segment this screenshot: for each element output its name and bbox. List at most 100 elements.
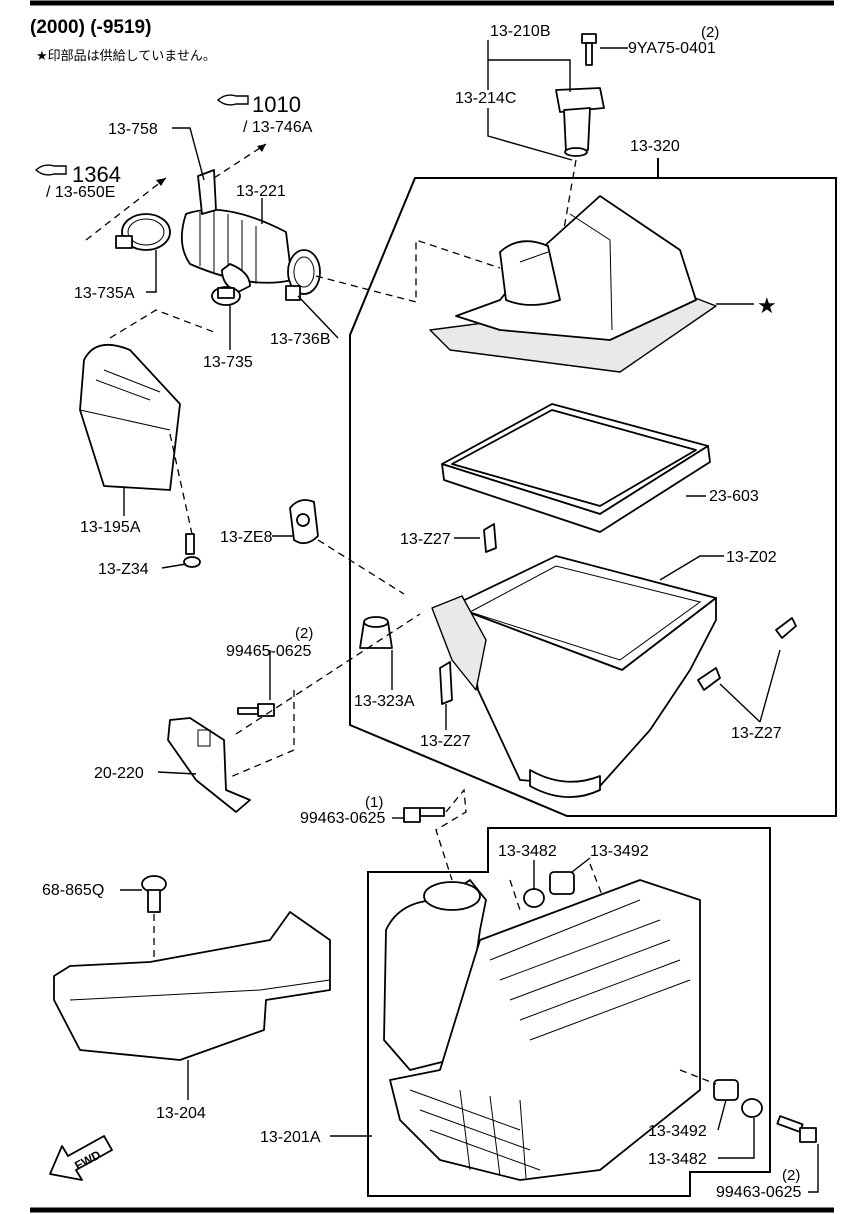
bracket-20-220[interactable]	[167, 717, 251, 813]
label-13-z27-c[interactable]: 13-Z27	[731, 725, 782, 742]
label-13-758[interactable]: 13-758	[108, 121, 158, 138]
leader-99463-b	[808, 1144, 819, 1193]
label-99465-0625[interactable]: 99465-0625	[226, 643, 312, 660]
qty-99465-0625: (2)	[295, 625, 313, 642]
ref-1010-leader	[213, 143, 267, 179]
label-13-204[interactable]: 13-204	[156, 1105, 206, 1122]
label-13-201a[interactable]: 13-201A	[260, 1129, 321, 1146]
leader-13-736b	[297, 295, 339, 339]
sensor-leader	[561, 159, 577, 241]
label-13-195a[interactable]: 13-195A	[80, 519, 141, 536]
clamp-13-735a[interactable]	[115, 213, 171, 251]
ref-1010-sub: / 13-746A	[243, 119, 313, 136]
gasket-13-ze8[interactable]	[289, 499, 319, 545]
label-20-220[interactable]: 20-220	[94, 765, 144, 782]
lower-assembly-outline	[367, 827, 771, 1197]
filter-element-23-603[interactable]	[441, 403, 711, 533]
clamp-13-736b[interactable]	[285, 249, 321, 301]
clip-13-z27-c2[interactable]	[697, 667, 721, 691]
bolt-a-leader	[435, 788, 467, 881]
leader-20-220	[157, 771, 197, 775]
label-13-z27-b[interactable]: 13-Z27	[420, 733, 471, 750]
pointing-hand-icon	[34, 164, 67, 176]
pointing-hand-icon	[216, 94, 249, 106]
screw-13-z34[interactable]	[183, 533, 201, 568]
qty-99463-0625-b: (2)	[782, 1167, 800, 1184]
leader-13-210b	[487, 40, 571, 92]
arrow-head-icon	[257, 144, 266, 152]
cover-13-204[interactable]	[53, 911, 331, 1061]
clip-13-z27-c1[interactable]	[775, 617, 797, 639]
leader-13-z34	[161, 563, 187, 569]
label-13-z02[interactable]: 13-Z02	[726, 549, 777, 566]
label-68-865q[interactable]: 68-865Q	[42, 882, 104, 899]
star-marker: ★	[757, 293, 777, 318]
label-23-603[interactable]: 23-603	[709, 488, 759, 505]
label-13-3492-b[interactable]: 13-3492	[648, 1123, 707, 1140]
label-13-z34[interactable]: 13-Z34	[98, 561, 149, 578]
label-13-z27-a[interactable]: 13-Z27	[400, 531, 451, 548]
leader-13-735a	[146, 250, 157, 293]
label-13-3482-b[interactable]: 13-3482	[648, 1151, 707, 1168]
grommet-upper-leader	[509, 863, 605, 911]
label-13-736b[interactable]: 13-736B	[270, 331, 331, 348]
ref-1364-leader	[85, 177, 167, 241]
label-13-3482-a[interactable]: 13-3482	[498, 843, 557, 860]
fwd-arrow-icon: FWD	[49, 1135, 113, 1181]
clip-13-z27-b[interactable]	[439, 661, 453, 705]
bolt-9ya75-0401[interactable]	[581, 33, 597, 66]
label-13-320[interactable]: 13-320	[630, 138, 680, 155]
ref-1010-number: 1010	[252, 92, 301, 117]
label-13-ze8[interactable]: 13-ZE8	[220, 529, 273, 546]
label-9ya75-0401[interactable]: 9YA75-0401	[628, 40, 716, 57]
leader-upper-grommets	[533, 857, 591, 890]
hose-13-758[interactable]	[197, 169, 217, 215]
qty-99463-0625-a: (1)	[365, 794, 383, 811]
ref-1010-group[interactable]: 1010 / 13-746A	[213, 92, 313, 179]
air-cleaner-case-13-z02[interactable]	[431, 555, 717, 799]
duct-leader	[109, 309, 215, 339]
ref-1364-sub: / 13-650E	[46, 184, 115, 201]
grommet-13-323a[interactable]	[359, 616, 393, 649]
air-cleaner-lower-case-13-201a[interactable]	[383, 879, 701, 1181]
label-13-3492-a[interactable]: 13-3492	[590, 843, 649, 860]
upper-assembly-outline	[349, 158, 837, 817]
clamp-13-735[interactable]	[211, 286, 241, 306]
ref-1364-group[interactable]: 1364 / 13-650E	[34, 162, 167, 241]
resonator-leader	[169, 433, 193, 535]
ref-1364-number: 1364	[72, 162, 121, 187]
label-13-214c[interactable]: 13-214C	[455, 90, 516, 107]
qty-9ya75-0401: (2)	[701, 24, 719, 41]
bolt-99465-0625[interactable]	[237, 703, 275, 717]
gasket-leader	[317, 539, 405, 595]
bracket-leader	[227, 690, 295, 779]
bolt-99463-0625-b[interactable]	[776, 1115, 817, 1143]
clip-68-865q[interactable]	[141, 875, 167, 913]
intake-duct-13-221[interactable]	[180, 208, 293, 293]
leader-lower-grommets	[717, 1099, 755, 1159]
bolt-99463-0625-a[interactable]	[403, 807, 445, 823]
grommet-set-upper[interactable]	[523, 871, 575, 908]
label-13-323a[interactable]: 13-323A	[354, 693, 415, 710]
leader-13-z02	[659, 555, 724, 581]
label-99463-0625-b[interactable]: 99463-0625	[716, 1184, 802, 1201]
arrow-head-icon	[156, 178, 166, 186]
diagram-title: (2000) (-9519)	[30, 17, 151, 38]
sensor-13-210b[interactable]	[555, 87, 605, 157]
grommet-lower-leader	[679, 1069, 717, 1085]
grommet-set-lower[interactable]	[713, 1079, 763, 1118]
duct-to-cover-leader	[315, 239, 501, 303]
resonator-13-195a[interactable]	[79, 343, 181, 491]
label-13-735a[interactable]: 13-735A	[74, 285, 135, 302]
leader-13-758	[172, 127, 205, 181]
label-99463-0625-a[interactable]: 99463-0625	[300, 810, 386, 827]
bracket-bolt-leader	[235, 613, 421, 735]
air-cleaner-cover-13-320[interactable]	[429, 195, 717, 373]
leader-13-214c	[487, 108, 573, 161]
label-13-735[interactable]: 13-735	[203, 354, 253, 371]
clip-13-z27-a[interactable]	[483, 523, 497, 553]
supply-note: ★印部品は供給していません。	[36, 49, 216, 64]
label-13-210b[interactable]: 13-210B	[490, 23, 551, 40]
label-13-221[interactable]: 13-221	[236, 183, 286, 200]
